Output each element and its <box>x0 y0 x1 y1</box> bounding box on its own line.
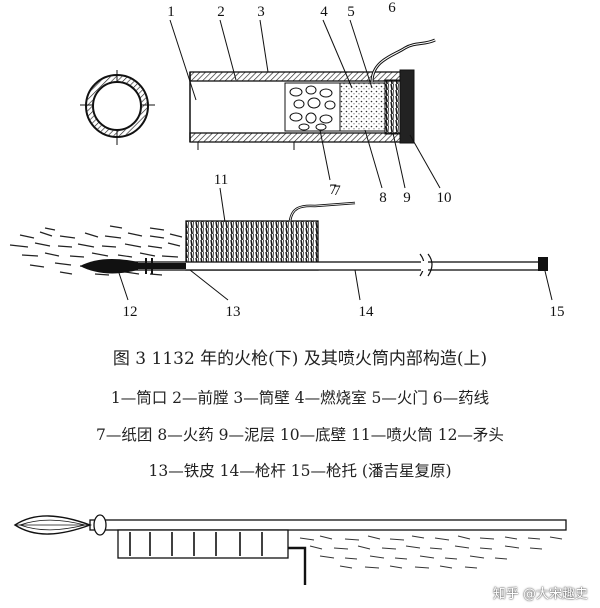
label-4: 4 <box>320 4 328 20</box>
label-1: 1 <box>167 4 175 20</box>
legend-line-1: 1—筒口 2—前膛 3—筒壁 4—燃烧室 5—火门 6—药线 <box>110 389 490 407</box>
label-6: 6 <box>388 0 396 16</box>
label-8: 8 <box>379 190 387 206</box>
label-11: 11 <box>213 172 229 188</box>
label-7-top: 7 <box>329 182 337 198</box>
label-5: 5 <box>347 4 355 20</box>
figure-title: 图 3 1132 年的火枪(下) 及其喷火筒内部构造(上) <box>112 349 488 369</box>
label-9: 9 <box>403 190 411 206</box>
legend-line-3: 13—铁皮 14—枪杆 15—枪托 (潘吉星复原) <box>148 462 452 480</box>
legend-line-2: 7—纸团 8—火药 9—泥层 10—底壁 11—喷火筒 12—矛头 <box>96 426 504 444</box>
label-2: 2 <box>217 4 225 20</box>
fire-tube-section <box>169 19 441 189</box>
label-10: 10 <box>436 190 452 206</box>
label-7-lance: 7 <box>333 183 341 199</box>
watermark: 知乎 @大宋趣史 <box>492 587 588 602</box>
label-3: 3 <box>257 4 265 20</box>
tube-end-view <box>80 70 155 145</box>
label-13: 13 <box>225 304 241 320</box>
label-12: 12 <box>122 304 138 320</box>
fire-lance <box>9 187 553 301</box>
fire-lance-bottom <box>13 514 567 585</box>
label-15: 15 <box>549 304 565 320</box>
label-14: 14 <box>358 304 374 320</box>
